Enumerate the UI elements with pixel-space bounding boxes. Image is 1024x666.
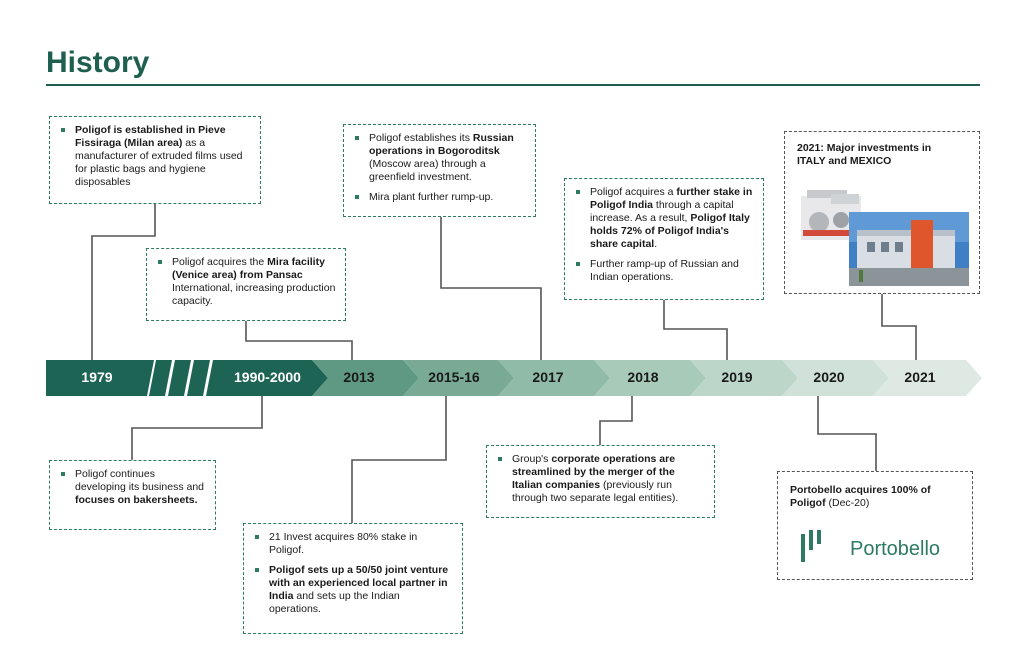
connector-1990 (245, 321, 353, 360)
chevron-2018 (594, 360, 706, 396)
chevron-2015-16 (403, 360, 514, 396)
connector-2018 (663, 300, 728, 360)
title-underline (46, 84, 980, 86)
chevron-2019 (690, 360, 798, 396)
event-box-2021: 2021: Major investments in ITALY and MEX… (784, 131, 980, 294)
event-box-2013: 21 Invest acquires 80% stake in Poligof.… (243, 523, 463, 634)
event-box-1979: Poligof is established in Pieve Fissirag… (49, 116, 261, 204)
portobello-acquisition-text: Portobello acquires 100% of Poligof (Dec… (790, 484, 931, 509)
event-box-2015-16: Poligof establishes its Russian operatio… (343, 124, 536, 217)
connector-2021 (881, 294, 917, 360)
break-mark-2 (168, 360, 191, 396)
connector-2013 (351, 396, 447, 523)
bullet-rampup: Further ramp-up of Russian and Indian op… (573, 258, 755, 284)
building-image (849, 212, 969, 286)
connector-1979 (91, 204, 156, 360)
year-2015-16: 2015-16 (428, 369, 480, 385)
chevron-1990-2000 (206, 360, 328, 396)
investments-caption: 2021: Major investments in ITALY and MEX… (797, 142, 932, 167)
connector-2017 (599, 396, 633, 445)
year-1990-2000: 1990-2000 (234, 369, 301, 385)
year-2019: 2019 (721, 369, 753, 385)
event-box-1990-2000: Poligof acquires the Mira facility (Veni… (146, 248, 346, 321)
page-title: History (46, 46, 150, 79)
portobello-logo-text: Portobello (850, 538, 941, 560)
bullet-merger: Group's corporate operations are streaml… (495, 453, 706, 505)
year-2013: 2013 (343, 369, 375, 385)
chevron-1979 (46, 360, 154, 396)
connector-continue (131, 396, 263, 460)
chevron-2013 (312, 360, 419, 396)
break-mark-1 (149, 360, 172, 396)
event-box-2018: Poligof acquires a further stake in Poli… (564, 178, 764, 300)
plant-photo (797, 182, 969, 286)
year-2018: 2018 (627, 369, 659, 385)
bullet-mira: Mira plant further rump-up. (352, 191, 527, 204)
bullet-bakersheets: Poligof continues developing its busines… (58, 468, 207, 507)
event-box-bakersheets: Poligof continues developing its busines… (49, 460, 216, 530)
bullet-21invest: 21 Invest acquires 80% stake in Poligof. (252, 531, 454, 557)
connector-2020 (817, 396, 877, 471)
year-2021: 2021 (904, 369, 936, 385)
bullet-1990-2000: Poligof acquires the Mira facility (Veni… (155, 256, 337, 308)
portobello-logo-mark (801, 530, 821, 562)
year-2020: 2020 (813, 369, 845, 385)
event-box-2017: Group's corporate operations are streaml… (486, 445, 715, 518)
chevron-2021 (873, 360, 982, 396)
event-box-2020: Portobello acquires 100% of Poligof (Dec… (777, 471, 973, 580)
bullet-india-stake: Poligof acquires a further stake in Poli… (573, 186, 755, 251)
chevron-2017 (498, 360, 610, 396)
break-mark-3 (187, 360, 210, 396)
chevron-2020 (782, 360, 889, 396)
year-1979: 1979 (81, 369, 113, 385)
connector-2015 (440, 217, 542, 360)
bullet-1979: Poligof is established in Pieve Fissirag… (58, 124, 252, 189)
bullet-india-jv: Poligof sets up a 50/50 joint venture wi… (252, 564, 454, 616)
year-2017: 2017 (532, 369, 564, 385)
bullet-russia: Poligof establishes its Russian operatio… (352, 132, 527, 184)
